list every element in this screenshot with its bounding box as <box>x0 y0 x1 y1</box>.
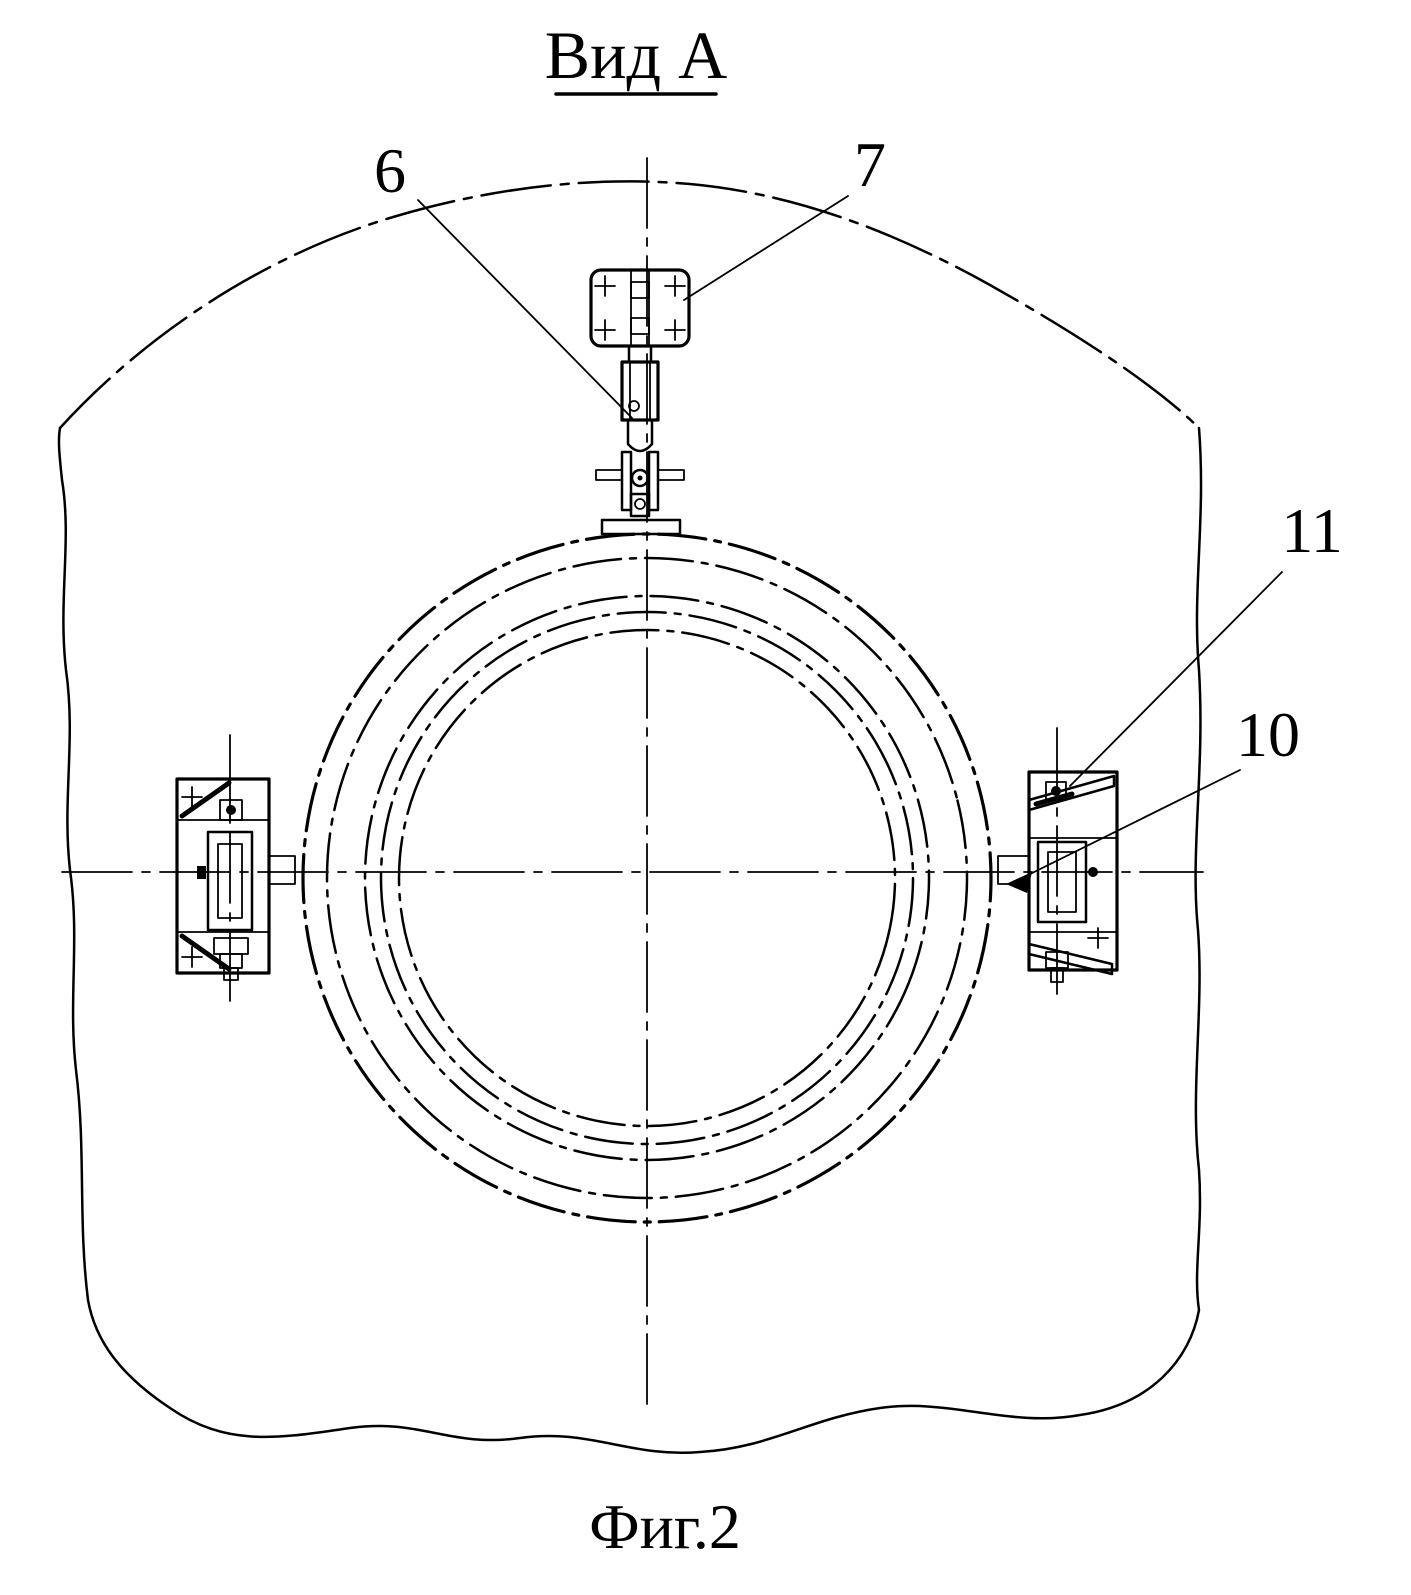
left-bracket-top-bolt <box>219 799 243 821</box>
callout-7: 7 <box>854 129 886 200</box>
right-slider-housing <box>1036 840 1088 924</box>
right-bracket-top-flange <box>1027 774 1116 812</box>
clevis-bar-left <box>620 450 633 512</box>
right-bracket-cross-marks <box>1087 927 1109 949</box>
top-clamp-assembly <box>589 268 691 536</box>
callout-10: 10 <box>1236 699 1300 770</box>
left-stop-pad <box>197 866 206 879</box>
ring-outer-circle <box>301 532 993 1224</box>
right-bracket-top-bolt-head <box>1051 786 1061 796</box>
left-slider-housing <box>206 830 254 932</box>
hatch-ring <box>301 532 993 1224</box>
hinge-knuckle-top <box>630 281 650 299</box>
sheet-outline <box>57 180 1203 1455</box>
hinge-knuckle-bottom <box>630 317 650 335</box>
leader-line-10 <box>1017 769 1241 881</box>
left-slider-block <box>217 843 243 919</box>
right-bracket-assembly <box>997 770 1119 983</box>
right-bracket-top-bolt <box>1045 781 1067 801</box>
sheet-outline-top-edge <box>58 180 1201 430</box>
leader-lines <box>417 195 1283 893</box>
clevis-pin-center <box>637 475 643 481</box>
leader-line-6 <box>417 199 633 419</box>
toggle-crossbar <box>595 469 685 481</box>
right-stop-bolt-head <box>1088 867 1098 877</box>
left-bracket-cross-marks <box>181 786 203 968</box>
leader-line-7 <box>683 195 849 301</box>
callout-6: 6 <box>374 135 406 206</box>
leader-arrowhead-10 <box>1006 872 1032 893</box>
left-bracket-assembly <box>175 777 296 981</box>
lower-link <box>629 492 651 518</box>
ring-base-pad <box>600 518 682 536</box>
view-title: Вид А <box>545 17 727 93</box>
figure-caption: Фиг.2 <box>589 1491 741 1562</box>
clevis-bar-right <box>647 450 660 512</box>
lower-link-hole <box>634 498 646 510</box>
turnbuckle-body <box>620 360 660 422</box>
rod-neck-lower <box>626 418 654 453</box>
clevis-pin <box>630 468 650 488</box>
ring-circle-2 <box>325 556 969 1200</box>
right-bottom-bolt-2 <box>1050 967 1064 983</box>
ring-circle-4 <box>379 610 915 1146</box>
right-bracket-bottom-flange <box>1027 942 1114 976</box>
left-ring-tab <box>268 855 296 885</box>
left-bracket-top-brace <box>179 780 232 819</box>
plate-cross-marks <box>594 275 686 341</box>
ring-inner-circle <box>397 628 897 1128</box>
left-bracket-top-bolt-head <box>226 805 236 815</box>
left-bottom-bolt-1 <box>213 937 249 955</box>
leader-line-11 <box>1069 571 1283 787</box>
drawing-text: Вид А 6 7 11 10 Фиг.2 <box>374 17 1343 1562</box>
left-bracket-bottom-brace <box>179 933 232 972</box>
ring-circle-3 <box>363 594 931 1162</box>
callout-11: 11 <box>1281 495 1343 566</box>
right-slider-block <box>1047 851 1077 913</box>
left-bottom-bolt-3 <box>223 967 239 981</box>
sheet-outline-body-edge <box>57 426 1203 1455</box>
turnbuckle-hole <box>628 400 640 412</box>
